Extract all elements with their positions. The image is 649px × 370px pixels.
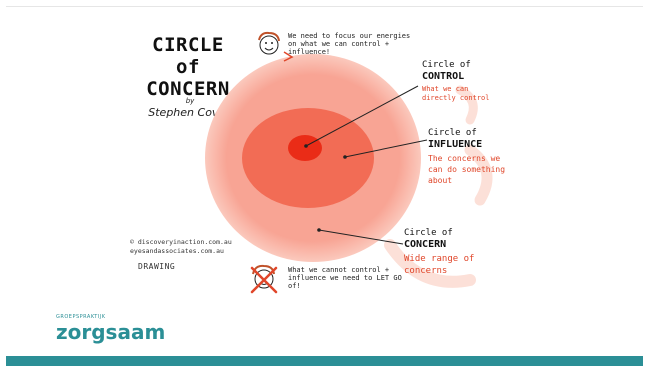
pointer-concern-dot (317, 228, 321, 232)
credit-line-1: © discoveryinaction.com.au (130, 238, 232, 246)
concern-name-1: Circle of (404, 228, 453, 238)
pointer-influence (344, 139, 428, 158)
pointer-concern (318, 229, 404, 245)
pointer-influence-dot (343, 155, 347, 159)
hint-let-go: What we cannot control + influence we ne… (288, 266, 402, 290)
credit-line-2: eyesandassociates.com.au (130, 247, 224, 255)
concern-description: Wide range of concerns (404, 254, 475, 276)
author-credit: by Stephen Covey (140, 97, 240, 119)
circle-of-control (288, 135, 322, 161)
credits: © discoveryinaction.com.au eyesandassoci… (130, 238, 232, 256)
control-name-1: Circle of (422, 60, 471, 70)
face-crossed-icon (250, 264, 278, 294)
title-line-3: CONCERN (146, 78, 230, 100)
pointer-control-dot (304, 144, 308, 148)
pointer-control (305, 85, 419, 147)
label-circle-of-concern: Circle of CONCERN Wide range of concerns (404, 228, 494, 277)
author-name: Stephen Covey (148, 106, 232, 119)
title-line-2: of (176, 56, 200, 78)
control-description: What we can directly control (422, 85, 490, 102)
title-line-1: CIRCLE (152, 34, 224, 56)
label-circle-of-control: Circle of CONTROL What we can directly c… (422, 60, 502, 103)
influence-highlight (464, 144, 493, 206)
control-name-2: CONTROL (422, 71, 465, 82)
logo-subtitle: GROEPSPRAKTIJK (56, 314, 106, 320)
footer-bar (6, 356, 643, 366)
influence-name-2: INFLUENCE (428, 139, 483, 150)
face-smile-icon (258, 31, 280, 55)
logo-wordmark: zorgsaam (56, 320, 166, 344)
concern-name-2: CONCERN (404, 239, 447, 250)
influence-description: The concerns we can do something about (428, 154, 506, 185)
drawing-label: DRAWING (138, 262, 176, 271)
influence-name-1: Circle of (428, 128, 477, 138)
diagram-title: CIRCLE of CONCERN (138, 34, 238, 100)
label-circle-of-influence: Circle of INFLUENCE The concerns we can … (428, 128, 508, 186)
concern-highlight (384, 239, 476, 288)
hint-focus: We need to focus our energies on what we… (288, 32, 411, 56)
hint-arrow-icon (283, 51, 294, 62)
author-by: by (185, 97, 195, 105)
brand-logo: GROEPSPRAKTIJK zorgsaam (56, 314, 165, 343)
control-highlight (455, 85, 478, 125)
